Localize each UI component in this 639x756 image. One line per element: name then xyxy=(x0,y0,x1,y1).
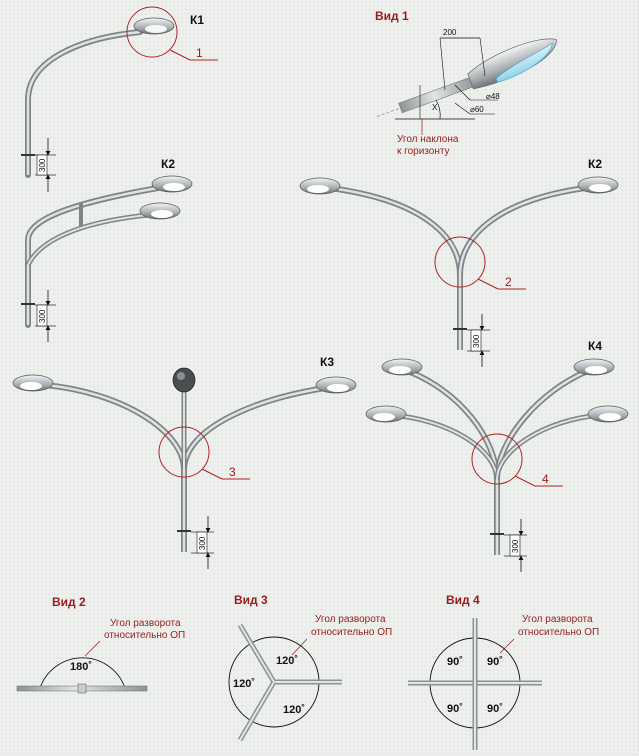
view1-title: Вид 1 xyxy=(375,9,409,23)
view-4: Вид 4 Угол разворота относительно ОП 90˚… xyxy=(408,593,599,750)
view4-title: Вид 4 xyxy=(446,593,480,607)
callout-circle-1 xyxy=(126,6,178,58)
bracket-k2-parallel: К2 300 xyxy=(21,157,193,342)
bracket-k3: К3 3 300 xyxy=(12,355,357,569)
callout-number-1: 1 xyxy=(196,46,203,60)
view4-note-line2: относительно ОП xyxy=(518,627,599,638)
view1-note-line1: Угол наклона xyxy=(397,134,459,145)
bracket-k1: 1 К1 300 xyxy=(21,6,218,192)
base-dimension-k2-right: 300 xyxy=(472,334,481,348)
view1-x-label: X xyxy=(432,103,438,112)
view3-title: Вид 3 xyxy=(234,593,268,607)
view4-note-line1: Угол разворота xyxy=(522,614,593,625)
bracket-k2-y: К2 2 300 xyxy=(299,157,619,367)
view3-angle-left: 120˚ xyxy=(233,678,255,690)
callout-circle-3 xyxy=(158,426,210,478)
view2-note-line2: относительно ОП xyxy=(104,630,185,641)
label-k2-left: К2 xyxy=(161,157,175,171)
view4-angle-top-left: 90˚ xyxy=(447,656,463,668)
view1-dim-200: 200 xyxy=(443,28,457,37)
view-2: Вид 2 Угол разворота относительно ОП 180… xyxy=(16,595,185,694)
callout-number-2: 2 xyxy=(505,275,512,289)
label-k3: К3 xyxy=(320,355,334,369)
base-dimension-k3: 300 xyxy=(198,536,207,550)
bracket-k4: К4 4 300 xyxy=(365,339,629,572)
callout-circle-4 xyxy=(471,433,523,485)
view4-angle-bottom-right: 90˚ xyxy=(487,703,503,715)
view2-angle: 180˚ xyxy=(70,661,92,673)
view3-angle-upper: 120˚ xyxy=(276,655,298,667)
callout-number-4: 4 xyxy=(542,472,549,486)
view-3: Вид 3 Угол разворота относительно ОП 120… xyxy=(228,593,392,742)
base-dimension-k2-left: 300 xyxy=(38,309,47,323)
lamp-head-k3-top xyxy=(172,367,196,393)
view1-dim-d60: ⌀60 xyxy=(470,105,484,114)
base-dimension-k4: 300 xyxy=(511,539,520,553)
label-k2-right: К2 xyxy=(588,157,602,171)
view3-note-line2: относительно ОП xyxy=(311,627,392,638)
label-k4: К4 xyxy=(588,339,602,353)
view2-note-line1: Угол разворота xyxy=(110,618,181,629)
view1-note-line2: к горизонту xyxy=(397,146,450,157)
view-1: Вид 1 200 ⌀48 ⌀60 X Угол наклона к гориз… xyxy=(375,9,557,157)
view2-title: Вид 2 xyxy=(52,595,86,609)
view3-note-line1: Угол разворота xyxy=(315,614,386,625)
callout-number-3: 3 xyxy=(229,465,236,479)
view1-dim-d48: ⌀48 xyxy=(486,92,500,101)
lamp-head-k1 xyxy=(133,17,175,35)
view4-angle-top-right: 90˚ xyxy=(487,656,503,668)
view4-angle-bottom-left: 90˚ xyxy=(447,703,463,715)
view3-angle-lower: 120˚ xyxy=(283,704,305,716)
base-dimension-k1: 300 xyxy=(38,158,47,172)
label-k1: К1 xyxy=(190,13,204,27)
callout-circle-2 xyxy=(434,236,486,288)
